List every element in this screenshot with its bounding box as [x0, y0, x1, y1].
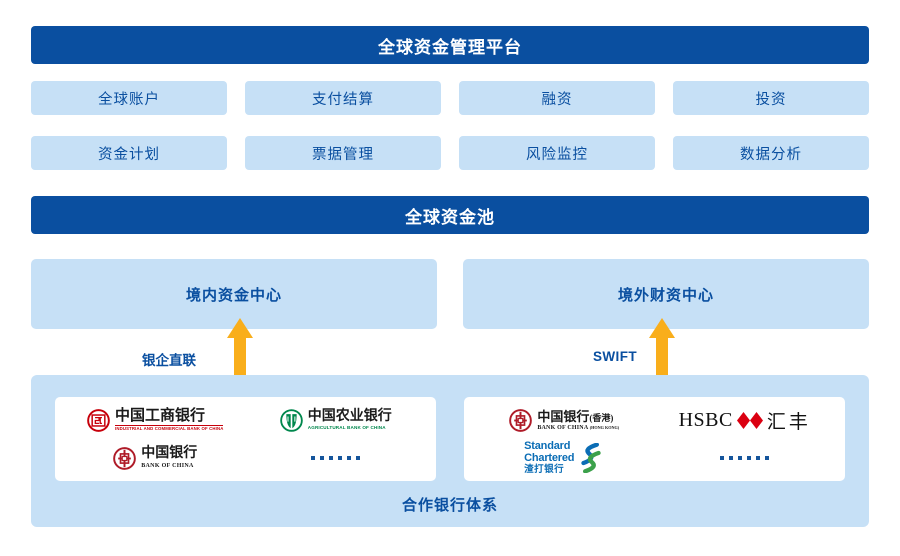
- function-tile-label: 资金计划: [98, 146, 160, 163]
- bank-name-en: HSBC: [678, 408, 733, 431]
- bank-card-domestic: 中国工商银行 INDUSTRIAL AND COMMERCIAL BANK OF…: [55, 397, 436, 481]
- function-tiles-row-2: 资金计划 票据管理 风险监控 数据分析: [31, 136, 869, 170]
- bank-name-en-suffix: (HONG KONG): [589, 424, 620, 430]
- bank-logo-standard-chartered[interactable]: Standard Chartered 渣打银行: [524, 441, 604, 474]
- icbc-logo-icon: [87, 408, 110, 432]
- bank-logo-boc-hong-kong[interactable]: 中国银行(香港) BANK OF CHINA (HONG KONG): [509, 408, 619, 432]
- function-tile-label: 全球账户: [98, 91, 160, 108]
- bank-name-cn: 中国银行(香港): [537, 410, 619, 423]
- bank-logo-icbc[interactable]: 中国工商银行 INDUSTRIAL AND COMMERCIAL BANK OF…: [87, 408, 224, 432]
- connector-label-swift: SWIFT: [593, 349, 637, 364]
- domestic-logo-grid: 中国工商银行 INDUSTRIAL AND COMMERCIAL BANK OF…: [55, 397, 436, 481]
- ellipsis-dots-icon: [311, 456, 361, 460]
- function-tile-financing[interactable]: 融资: [459, 81, 655, 115]
- bank-name-en: BANK OF CHINA: [141, 462, 194, 470]
- center-panel-domestic[interactable]: 境内资金中心: [31, 259, 437, 329]
- function-tile-fund-planning[interactable]: 资金计划: [31, 136, 227, 170]
- bank-logo-abc[interactable]: 中国农业银行 AGRICULTURAL BANK OF CHINA: [279, 408, 392, 432]
- function-tiles-row-1: 全球账户 支付结算 融资 投资: [31, 81, 869, 115]
- function-tile-label: 支付结算: [312, 91, 374, 108]
- bank-name-cn-suffix: (香港): [589, 412, 614, 423]
- bank-name-en-line2: Chartered: [524, 452, 575, 465]
- bank-logo-boc[interactable]: 中国银行 BANK OF CHINA: [113, 447, 197, 470]
- fund-pool-title: 全球资金池: [405, 207, 495, 227]
- boc-logo-icon: [113, 446, 137, 470]
- bank-name-en: INDUSTRIAL AND COMMERCIAL BANK OF CHINA: [115, 425, 224, 432]
- bank-logo-hsbc[interactable]: HSBC 汇丰: [679, 407, 811, 434]
- boc-hk-logo-icon: [509, 408, 533, 432]
- function-tile-risk-monitoring[interactable]: 风险监控: [459, 136, 655, 170]
- bank-name-en-line1: Standard: [524, 440, 571, 453]
- function-tile-label: 投资: [755, 91, 787, 108]
- function-tile-bill-management[interactable]: 票据管理: [245, 136, 441, 170]
- function-tile-label: 数据分析: [740, 146, 802, 163]
- standard-chartered-logo-icon: [581, 443, 601, 473]
- bank-name-cn: 渣打银行: [524, 463, 565, 475]
- center-panel-label: 境外财资中心: [617, 286, 714, 304]
- bank-name-en-main: BANK OF CHINA: [537, 424, 589, 431]
- ellipsis-dots-icon: [720, 456, 770, 460]
- function-tile-label: 融资: [541, 91, 573, 108]
- bank-cards-row: 中国工商银行 INDUSTRIAL AND COMMERCIAL BANK OF…: [55, 397, 845, 481]
- connector-label-bank-direct-link: 银企直联: [142, 353, 196, 368]
- bank-name-en: AGRICULTURAL BANK OF CHINA: [307, 424, 386, 430]
- function-tile-payment-settlement[interactable]: 支付结算: [245, 81, 441, 115]
- platform-title: 全球资金管理平台: [378, 37, 522, 57]
- bank-name-cn-main: 中国银行: [537, 408, 590, 424]
- partner-bank-container: 中国工商银行 INDUSTRIAL AND COMMERCIAL BANK OF…: [31, 375, 869, 527]
- function-tile-global-account[interactable]: 全球账户: [31, 81, 227, 115]
- function-tile-label: 票据管理: [312, 146, 374, 163]
- abc-logo-icon: [279, 408, 303, 432]
- function-tile-label: 风险监控: [526, 146, 588, 163]
- bank-name-cn: 中国农业银行: [307, 408, 392, 424]
- bank-name-cn: 中国银行: [141, 446, 198, 461]
- bank-name-en: BANK OF CHINA (HONG KONG): [537, 424, 619, 430]
- overseas-logo-grid: 中国银行(香港) BANK OF CHINA (HONG KONG) HSBC: [464, 397, 845, 481]
- function-tile-data-analysis[interactable]: 数据分析: [673, 136, 869, 170]
- bank-card-overseas: 中国银行(香港) BANK OF CHINA (HONG KONG) HSBC: [464, 397, 845, 481]
- bank-name-cn: 中国工商银行: [115, 408, 224, 426]
- fund-pool-title-bar: 全球资金池: [31, 196, 869, 234]
- function-tile-investment[interactable]: 投资: [673, 81, 869, 115]
- center-panel-label: 境内资金中心: [185, 286, 282, 304]
- treasury-centers-row: 境内资金中心 境外财资中心: [31, 259, 869, 329]
- hsbc-logo-icon: [736, 411, 763, 429]
- platform-title-bar: 全球资金管理平台: [31, 26, 869, 64]
- center-panel-overseas[interactable]: 境外财资中心: [463, 259, 869, 329]
- bank-name-cn: 汇丰: [766, 411, 811, 433]
- partner-bank-system-label: 合作银行体系: [401, 497, 498, 514]
